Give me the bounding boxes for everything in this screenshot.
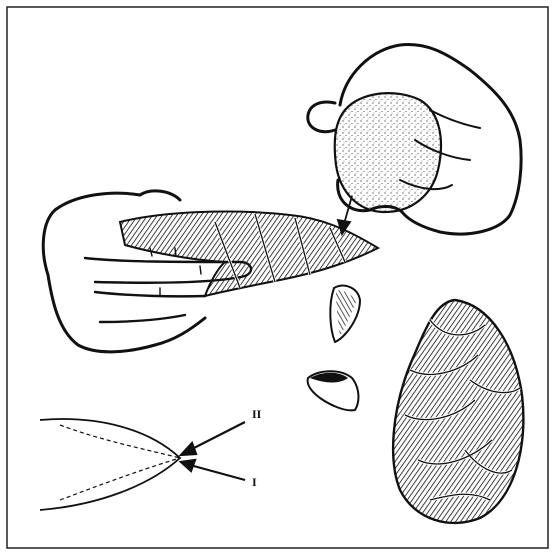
label-upper: II — [252, 407, 262, 421]
arrow-upper — [181, 422, 245, 455]
label-lower: I — [252, 475, 257, 489]
flake-upper — [330, 286, 360, 342]
flake-lower — [308, 371, 359, 410]
handaxe — [393, 300, 523, 523]
arrow-lower — [181, 460, 245, 480]
hammerstone — [335, 93, 441, 212]
edge-section-diagram — [40, 419, 180, 510]
